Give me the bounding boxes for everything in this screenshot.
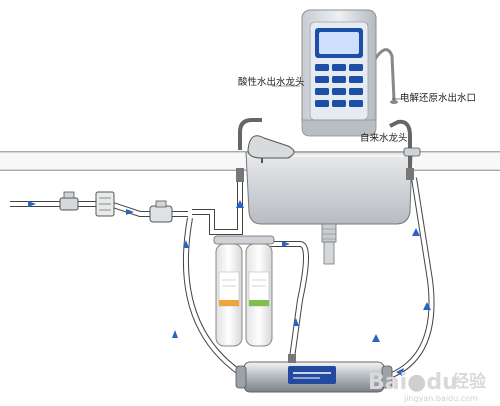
sink-drain-pipe bbox=[321, 223, 337, 265]
prefilter-cartridges bbox=[213, 235, 275, 347]
pressure-regulator bbox=[95, 191, 115, 217]
watermark-brand: Bai●du bbox=[368, 370, 458, 395]
acid-faucet-label: 酸性水出水龙头 bbox=[238, 77, 305, 88]
ultrafiltration-unit bbox=[235, 354, 393, 393]
electrolyzed-outlet-label: 电解还原水出水口 bbox=[400, 93, 477, 104]
tap-faucet-label: 自来水龙头 bbox=[360, 133, 408, 144]
acid-water-faucet bbox=[236, 118, 295, 182]
paw-logo-icon: ● bbox=[407, 370, 427, 395]
flow-direction-arrows bbox=[28, 200, 431, 376]
tap-water-faucet bbox=[389, 119, 421, 180]
watermark-url: jingyan.baidu.com bbox=[404, 394, 478, 403]
tee-connector bbox=[149, 200, 173, 223]
inlet-valve bbox=[59, 191, 79, 211]
watermark-suffix: 经验 bbox=[452, 372, 486, 392]
water-ionizer-machine bbox=[301, 9, 377, 137]
